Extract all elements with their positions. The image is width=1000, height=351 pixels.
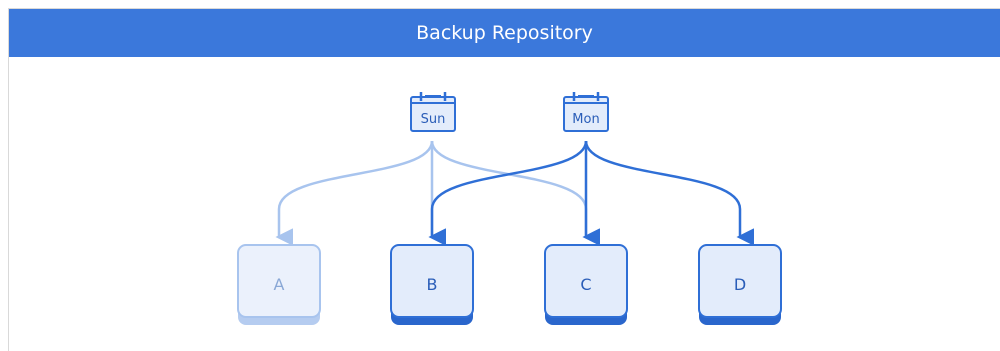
- schedule-mon-label: Mon: [572, 112, 599, 127]
- backup-node-b-label: B: [427, 275, 438, 294]
- connection-mon-to-b: [428, 140, 588, 246]
- schedule-sun[interactable]: Sun: [410, 92, 456, 132]
- backup-node-d[interactable]: D: [698, 244, 782, 325]
- backup-node-c-label: C: [580, 275, 591, 294]
- backup-node-b[interactable]: B: [390, 244, 474, 325]
- backup-node-a[interactable]: A: [237, 244, 321, 325]
- backup-node-d-label: D: [734, 275, 746, 294]
- backup-node-c[interactable]: C: [544, 244, 628, 325]
- connection-sun-to-c: [430, 140, 600, 246]
- calendar-icon: [563, 92, 609, 132]
- mon-connections: [428, 140, 754, 246]
- calendar-icon: [410, 92, 456, 132]
- schedule-sun-label: Sun: [421, 112, 446, 127]
- panel-title: Backup Repository: [9, 9, 1000, 57]
- backup-node-a-label: A: [274, 275, 285, 294]
- backup-schedule-diagram: Sun Mon A B: [237, 92, 782, 325]
- backup-repository-panel: Backup Repository: [8, 8, 1000, 351]
- schedule-mon[interactable]: Mon: [563, 92, 609, 132]
- connection-sun-to-a: [275, 140, 434, 246]
- connection-mon-to-d: [584, 140, 754, 246]
